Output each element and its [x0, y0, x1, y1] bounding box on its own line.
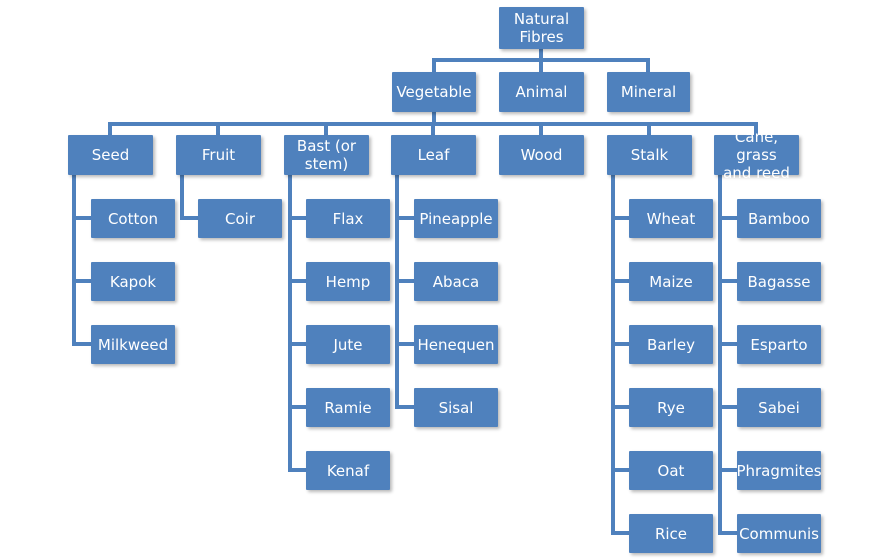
- leaf-jute: Jute: [306, 325, 390, 364]
- leaf-henequen: Henequen: [414, 325, 498, 364]
- leaf-rice: Rice: [629, 514, 713, 553]
- leaf-pineapple: Pineapple: [414, 199, 498, 238]
- node-natural-fibres: Natural Fibres: [499, 7, 584, 49]
- node-stalk: Stalk: [607, 135, 692, 175]
- leaf-coir: Coir: [198, 199, 282, 238]
- node-fruit: Fruit: [176, 135, 261, 175]
- node-vegetable: Vegetable: [392, 72, 476, 112]
- leaf-phragmites: Phragmites: [736, 451, 822, 490]
- leaf-milkweed: Milkweed: [91, 325, 175, 364]
- leaf-bagasse: Bagasse: [737, 262, 821, 301]
- leaf-cotton: Cotton: [91, 199, 175, 238]
- leaf-wheat: Wheat: [629, 199, 713, 238]
- leaf-rye: Rye: [629, 388, 713, 427]
- leaf-barley: Barley: [629, 325, 713, 364]
- node-bast: Bast (or stem): [284, 135, 369, 175]
- leaf-hemp: Hemp: [306, 262, 390, 301]
- leaf-kapok: Kapok: [91, 262, 175, 301]
- leaf-kenaf: Kenaf: [306, 451, 390, 490]
- node-wood: Wood: [499, 135, 584, 175]
- leaf-sabei: Sabei: [737, 388, 821, 427]
- leaf-oat: Oat: [629, 451, 713, 490]
- leaf-bamboo: Bamboo: [737, 199, 821, 238]
- leaf-abaca: Abaca: [414, 262, 498, 301]
- node-animal: Animal: [499, 72, 584, 112]
- leaf-communis: Communis: [737, 514, 821, 553]
- node-cane-grass-reed: Cane, grass and reed: [714, 128, 799, 182]
- leaf-flax: Flax: [306, 199, 390, 238]
- leaf-maize: Maize: [629, 262, 713, 301]
- node-mineral: Mineral: [607, 72, 690, 112]
- leaf-esparto: Esparto: [737, 325, 821, 364]
- leaf-sisal: Sisal: [414, 388, 498, 427]
- node-leaf: Leaf: [391, 135, 476, 175]
- leaf-ramie: Ramie: [306, 388, 390, 427]
- node-seed: Seed: [68, 135, 153, 175]
